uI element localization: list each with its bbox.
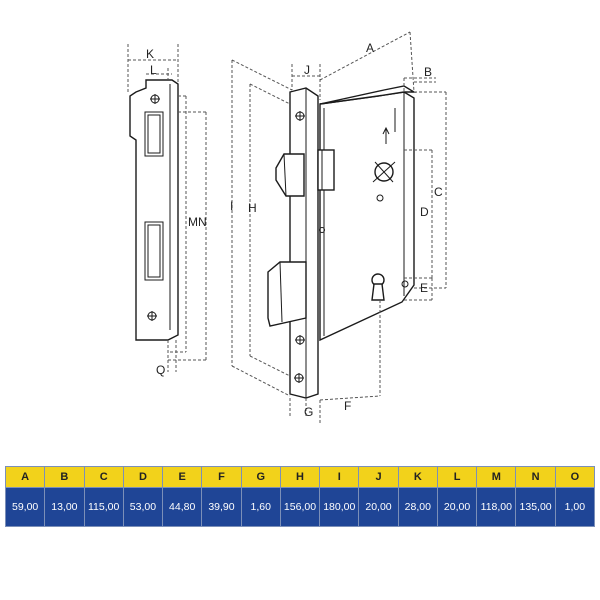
- table-header-cell: J: [358, 466, 399, 488]
- label-d: D: [420, 205, 429, 219]
- dimension-labels: K L A J B MN I H C D E Q G F: [146, 41, 443, 419]
- table-header-cell: D: [122, 466, 164, 488]
- label-e: E: [420, 281, 428, 295]
- table-header-cell: G: [240, 466, 281, 488]
- label-mn: MN: [188, 215, 207, 229]
- strike-plate: [129, 79, 179, 341]
- table-header-cell: N: [515, 466, 556, 488]
- table-header-cell: F: [201, 466, 242, 488]
- label-k: K: [146, 47, 154, 61]
- label-j: J: [304, 63, 310, 77]
- table-header-cell: O: [554, 466, 596, 488]
- label-c: C: [434, 185, 443, 199]
- label-q: Q: [156, 363, 165, 377]
- table-value-cell: 156,00: [279, 487, 321, 527]
- latch-bolt: [275, 149, 335, 197]
- label-l: L: [150, 63, 157, 77]
- label-a: A: [366, 41, 374, 55]
- table-header-cell: C: [83, 466, 124, 488]
- lock-body: [319, 85, 417, 342]
- table-value-cell: 20,00: [436, 487, 478, 527]
- table-header-cell: A: [4, 466, 46, 488]
- face-plate: [289, 87, 319, 399]
- strike-plate-dimensions: [127, 44, 207, 372]
- lock-dimension-diagram: K L A J B MN I H C D E Q G F: [127, 31, 447, 424]
- table-header-cell: I: [319, 466, 360, 488]
- label-b: B: [424, 65, 432, 79]
- table-header-cell: M: [476, 466, 517, 488]
- label-f: F: [344, 399, 351, 413]
- table-value-cell: 13,00: [44, 487, 85, 527]
- table-header-cell: H: [279, 466, 321, 488]
- label-h: H: [248, 201, 257, 215]
- table-value-cell: 28,00: [397, 487, 438, 527]
- table-value-cell: 135,00: [515, 487, 556, 527]
- label-g: G: [304, 405, 313, 419]
- label-i: I: [230, 199, 233, 213]
- table-value-cell: 1,00: [554, 487, 596, 527]
- table-value-cell: 59,00: [4, 487, 46, 527]
- table-value-cell: 118,00: [476, 487, 517, 527]
- table-value-cell: 180,00: [319, 487, 360, 527]
- table-header-cell: K: [397, 466, 438, 488]
- table-header-cell: E: [162, 466, 203, 488]
- lock-dimensions: [231, 31, 447, 424]
- table-header-cell: L: [436, 466, 478, 488]
- table-value-cell: 44,80: [162, 487, 203, 527]
- dead-bolt: [267, 261, 307, 327]
- table-value-cell: 53,00: [122, 487, 164, 527]
- table-value-cell: 115,00: [83, 487, 124, 527]
- table-value-cell: 39,90: [201, 487, 242, 527]
- table-value-cell: 1,60: [240, 487, 281, 527]
- table-value-cell: 20,00: [358, 487, 399, 527]
- table-header-cell: B: [44, 466, 85, 488]
